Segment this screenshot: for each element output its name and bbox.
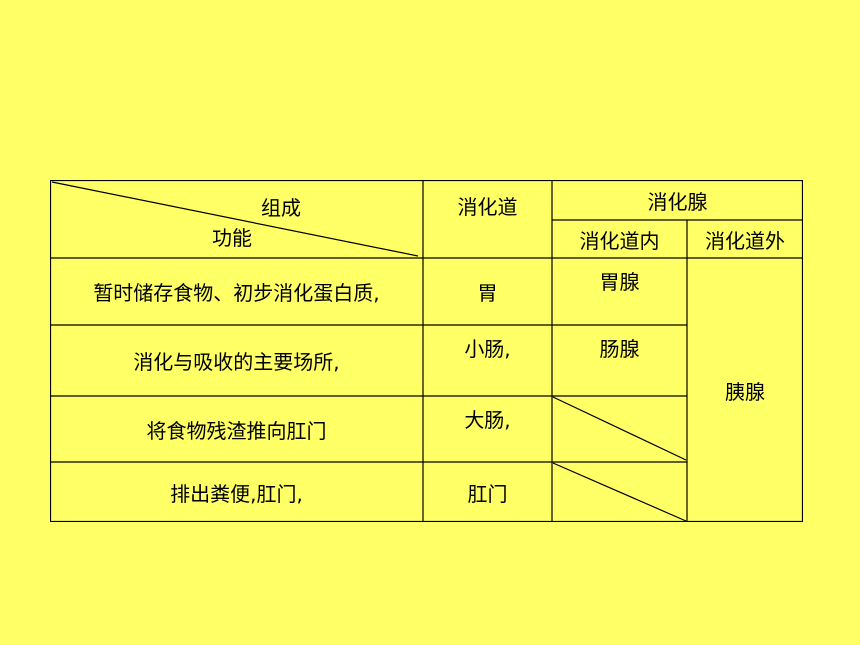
header-digestive-glands: 消化腺 (647, 189, 708, 214)
row-1-gland-inside: 胃腺 (599, 270, 640, 294)
row-2-gland-inside: 肠腺 (599, 337, 640, 361)
digestive-system-table: 组成 功能 消化道 消化腺 消化道内 消化道外 暂时储存食物、初步消化蛋白质, … (50, 180, 803, 522)
table-grid-lines (50, 180, 803, 522)
header-corner-top: 组成 (261, 196, 301, 220)
row-4-organ: 肛门 (467, 481, 508, 506)
row-1-function: 暂时储存食物、初步消化蛋白质, (93, 281, 380, 305)
header-glands-inside: 消化道内 (579, 228, 660, 253)
row-1-organ: 胃 (477, 281, 498, 305)
header-corner-bottom: 功能 (212, 226, 252, 250)
row-4-function: 排出粪便,肛门, (170, 481, 303, 506)
row-2-organ: 小肠, (464, 337, 511, 361)
row-3-organ: 大肠, (464, 408, 511, 432)
row-3-function: 将食物残渣推向肛门 (146, 418, 327, 443)
merged-gland-outside: 胰腺 (725, 379, 765, 404)
header-glands-outside: 消化道外 (705, 228, 785, 253)
row-2-function: 消化与吸收的主要场所, (133, 350, 340, 374)
header-digestive-tract: 消化道 (457, 194, 518, 219)
